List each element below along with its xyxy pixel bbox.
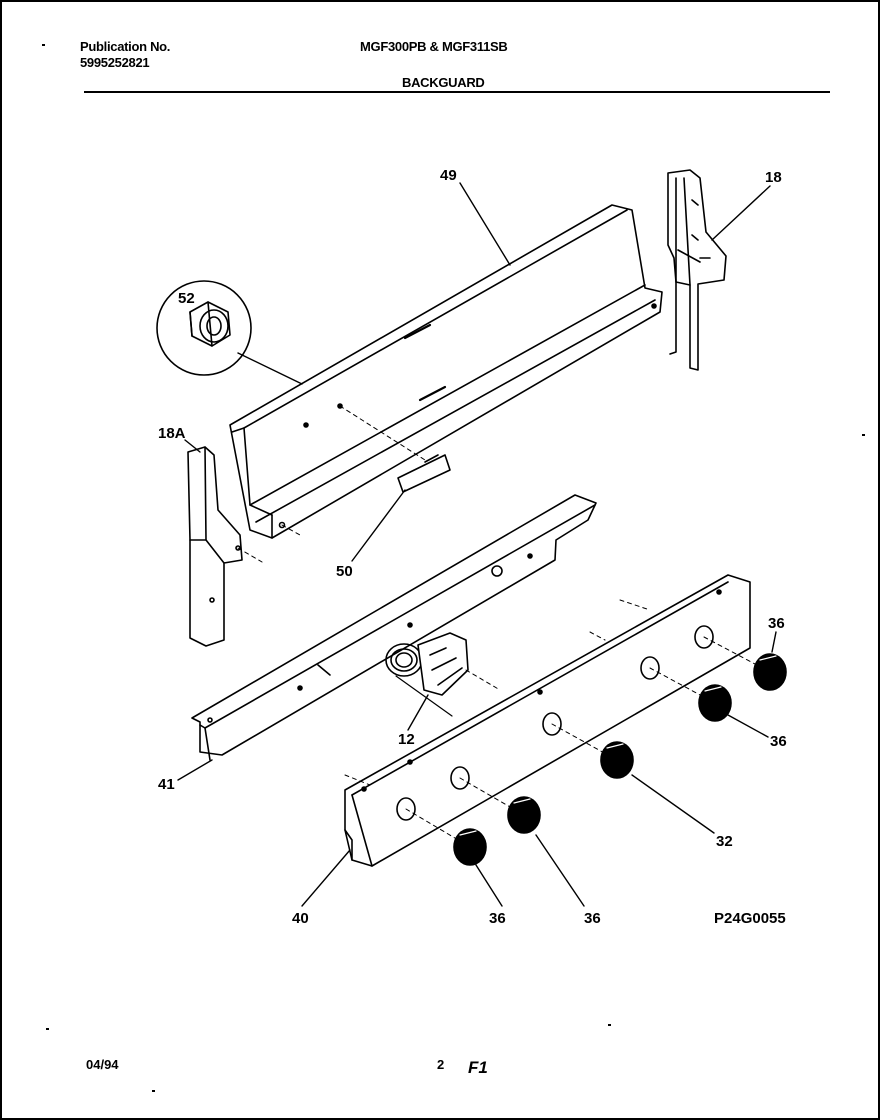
- scan-speck: [46, 1028, 49, 1030]
- callout-41: 41: [158, 776, 175, 793]
- callout-52: 52: [178, 290, 195, 307]
- callout-50: 50: [336, 563, 353, 580]
- callout-18: 18: [765, 169, 782, 186]
- callout-40: 40: [292, 910, 309, 927]
- callout-36-d: 36: [584, 910, 601, 927]
- left-end-cap-part: [187, 446, 243, 647]
- nut-callout-detail: [156, 280, 252, 376]
- nameplate-part: [397, 454, 451, 493]
- callout-36-a: 36: [768, 615, 785, 632]
- control-panel-part: [344, 574, 751, 867]
- callout-32: 32: [716, 833, 733, 850]
- leader-lines: [177, 182, 777, 907]
- backguard-top-part: [229, 204, 663, 539]
- scan-speck: [608, 1024, 611, 1026]
- model-numbers: MGF300PB & MGF311SB: [360, 39, 508, 54]
- figure-code: P24G0055: [714, 910, 786, 927]
- footer-page: 2: [437, 1057, 445, 1072]
- footer-date: 04/94: [86, 1057, 119, 1072]
- scan-speck: [152, 1090, 155, 1092]
- publication-number: 5995252821: [80, 55, 150, 70]
- header-rule: [84, 91, 830, 93]
- section-title: BACKGUARD: [402, 75, 485, 90]
- knob-highlights: [459, 655, 777, 836]
- assembly-dashes: [237, 405, 771, 848]
- scan-speck: [42, 44, 45, 46]
- right-end-cap-part: [667, 169, 727, 371]
- footer-code: F1: [468, 1058, 488, 1077]
- scan-speck: [862, 434, 865, 436]
- callout-36-c: 36: [489, 910, 506, 927]
- rear-panel-part: [191, 494, 597, 761]
- callout-49: 49: [440, 167, 457, 184]
- callout-36-b: 36: [770, 733, 787, 750]
- thermostat-part: [385, 632, 469, 717]
- publication-label: Publication No.: [80, 39, 171, 54]
- callout-12: 12: [398, 731, 415, 748]
- callout-18a: 18A: [158, 425, 186, 442]
